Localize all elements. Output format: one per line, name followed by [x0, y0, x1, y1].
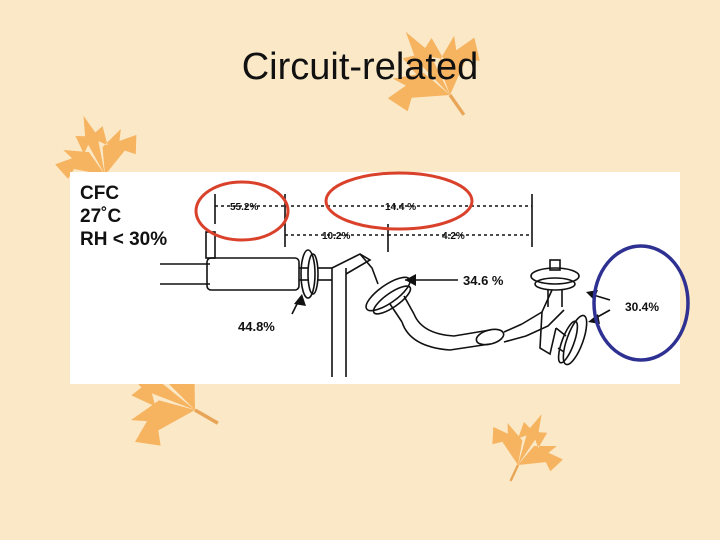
label-14-4: 14.4 %	[385, 202, 416, 213]
filter-disc	[562, 314, 588, 366]
highlight-circle-red	[324, 171, 474, 231]
highlight-circle-red	[194, 180, 290, 242]
slide-title: Circuit-related	[241, 46, 479, 88]
label-44-8: 44.8%	[238, 319, 275, 334]
filter-housing	[206, 257, 300, 291]
filter-disc	[530, 267, 580, 285]
label-34-6: 34.6 %	[463, 273, 504, 288]
label-30-4: 30.4%	[625, 300, 659, 314]
circuit-diagram: CFC 27˚C RH < 30%	[70, 172, 680, 384]
condition-gas: CFC	[80, 183, 120, 204]
label-10-2: 10.2%	[322, 231, 350, 242]
condition-humidity: RH < 30%	[80, 229, 168, 250]
highlight-circle-blue	[592, 244, 690, 362]
hose-connector	[475, 328, 505, 346]
label-4-2: 4.2%	[442, 231, 465, 242]
label-55-2: 55.2%	[230, 202, 258, 213]
filter-disc	[300, 249, 316, 299]
condition-temperature: 27˚C	[80, 206, 122, 227]
